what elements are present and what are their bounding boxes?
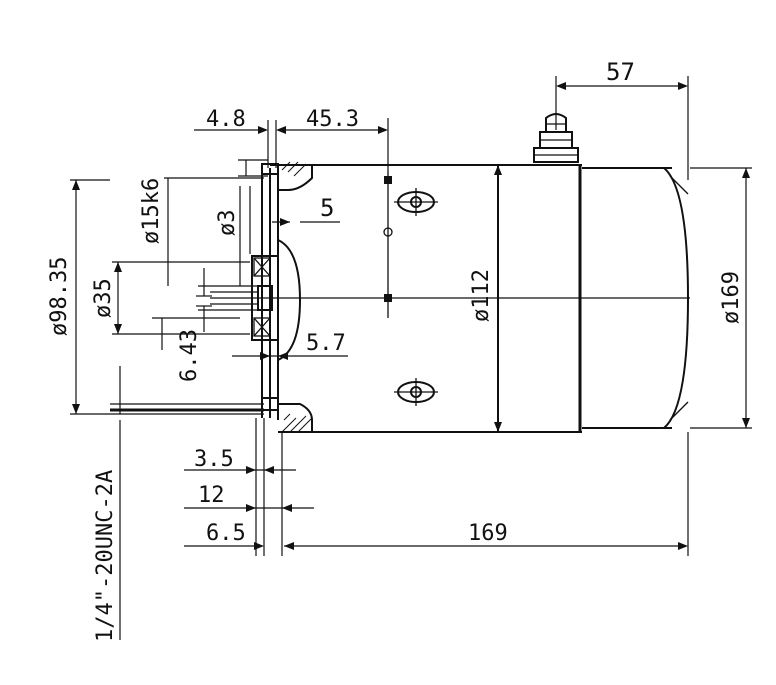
dim-5-7: 5.7 [306, 331, 346, 356]
mounting-holes [383, 176, 438, 406]
dimension-labels: 57 4.8 45.3 ø15k6 ø3 5 ø98.35 ø35 ø112 ø… [47, 58, 744, 642]
dim-169: 169 [468, 521, 508, 546]
dim-d112: ø112 [469, 269, 494, 322]
dim-12: 12 [198, 483, 225, 508]
dim-5: 5 [320, 194, 334, 222]
dim-d35: ø35 [91, 278, 116, 318]
dim-4-8: 4.8 [206, 107, 246, 132]
dim-d15k6: ø15k6 [139, 178, 164, 244]
center-line [210, 170, 690, 318]
dim-d169: ø169 [719, 271, 744, 324]
dim-d3: ø3 [215, 210, 240, 237]
dimension-geometry [70, 76, 752, 640]
thread-callout: 1/4"-20UNC-2A [93, 470, 118, 642]
dim-57: 57 [606, 58, 635, 86]
dim-6-43: 6.43 [177, 329, 202, 382]
dim-6-5: 6.5 [206, 521, 246, 546]
dim-3-5: 3.5 [194, 447, 234, 472]
dim-45-3: 45.3 [306, 107, 359, 132]
flange-top-block [261, 161, 313, 191]
shaft-assembly [198, 255, 279, 341]
dim-d98-35: ø98.35 [47, 257, 72, 336]
